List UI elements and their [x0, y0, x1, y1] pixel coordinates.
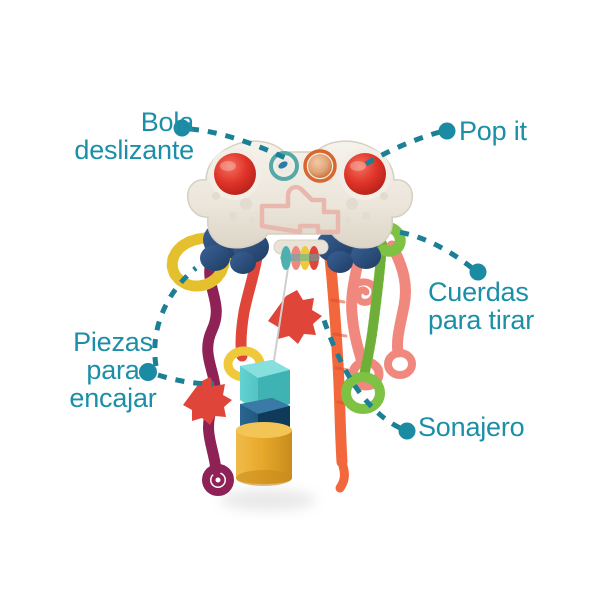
cuenta-roja-2: [183, 377, 232, 425]
ranura-bola-deslizante[interactable]: [259, 184, 341, 235]
label-piezas-para-encajar: Piezas para encajar: [69, 327, 157, 414]
cuentas-sonajero[interactable]: [280, 246, 320, 270]
espiral-rosa: [352, 278, 379, 306]
cordon-morado: [202, 246, 222, 476]
boton-naranja[interactable]: [303, 149, 337, 183]
cordon-rojo: [235, 246, 264, 362]
cordon-naranja-punta: [335, 461, 349, 493]
bloque-cilindro-amarillo: [236, 430, 292, 484]
relieves-decorativos: [212, 192, 388, 223]
label-pop-it: Pop it: [459, 116, 527, 146]
anilla-verde: [341, 372, 385, 414]
drop-shadow: [220, 489, 316, 511]
cordon-naranja: [324, 252, 348, 468]
bloques-apilables[interactable]: [236, 360, 292, 486]
label-sonajero: Sonajero: [418, 412, 525, 442]
cordon-salmon-derecho: [386, 240, 411, 358]
label-bola-deslizante: Bola deslizante: [74, 107, 194, 166]
cuenta-roja: [268, 290, 322, 344]
cuerpo-mariposa: [186, 140, 414, 270]
label-cuerdas-para-tirar: Cuerdas para tirar: [428, 277, 535, 336]
